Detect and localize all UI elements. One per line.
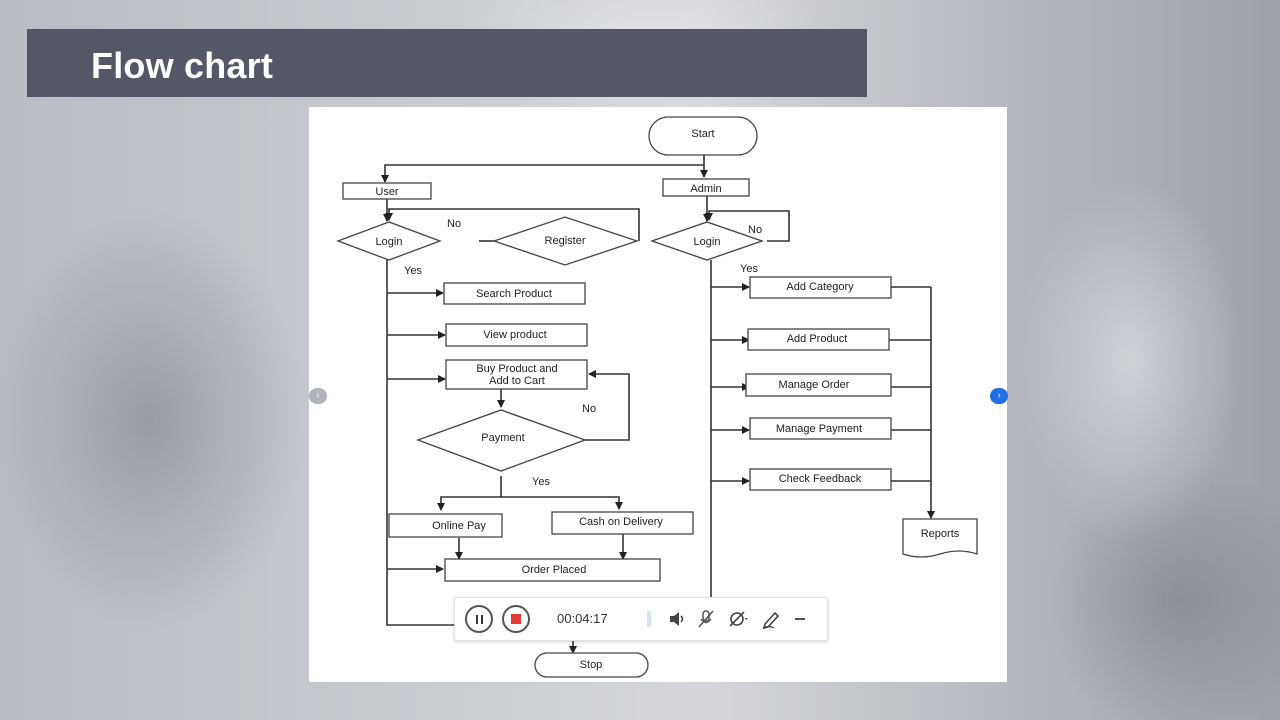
cash-on-delivery-label: Cash on Delivery bbox=[579, 516, 663, 528]
view-product-label: View product bbox=[483, 329, 546, 341]
pen-icon[interactable] bbox=[760, 608, 782, 630]
mic-muted-icon[interactable] bbox=[695, 608, 717, 630]
search-product-label: Search Product bbox=[476, 288, 552, 300]
user-box bbox=[342, 182, 432, 200]
order-placed-label: Order Placed bbox=[522, 564, 587, 576]
flowchart-panel: Start User Admin Login Register Login Se… bbox=[309, 107, 1007, 682]
admin-yes-label: Yes bbox=[740, 263, 758, 275]
minimize-icon[interactable] bbox=[789, 608, 811, 630]
stop-label: Stop bbox=[580, 659, 603, 671]
order-placed-box bbox=[444, 558, 661, 582]
pause-icon[interactable] bbox=[465, 605, 493, 633]
recording-timer: 00:04:17 bbox=[557, 611, 608, 626]
speaker-icon[interactable] bbox=[666, 608, 688, 630]
admin-no-label: No bbox=[748, 224, 762, 236]
online-pay-label: Online Pay bbox=[432, 520, 486, 532]
stop-icon[interactable] bbox=[502, 605, 530, 633]
buy-product-label-1: Buy Product and bbox=[476, 363, 557, 375]
add-product-box bbox=[747, 328, 890, 351]
view-product-box bbox=[445, 323, 588, 347]
buy-product-box bbox=[445, 359, 588, 390]
user-yes-label: Yes bbox=[404, 265, 422, 277]
user-login-label: Login bbox=[376, 236, 403, 248]
flowchart-diagram: Start User Admin Login Register Login Se… bbox=[336, 116, 978, 678]
drag-handle-icon[interactable] bbox=[647, 611, 651, 627]
slide-title: Flow chart bbox=[91, 45, 274, 86]
register-label: Register bbox=[545, 235, 586, 247]
check-feedback-label: Check Feedback bbox=[779, 473, 862, 485]
reports-document bbox=[902, 518, 978, 558]
add-product-label: Add Product bbox=[787, 333, 848, 345]
next-slide-button[interactable]: › bbox=[990, 388, 1008, 404]
start-label: Start bbox=[691, 128, 714, 140]
stop-terminal bbox=[534, 652, 649, 678]
user-login-diamond bbox=[336, 221, 442, 261]
payment-label: Payment bbox=[481, 432, 524, 444]
admin-login-label: Login bbox=[694, 236, 721, 248]
buy-product-label-2: Add to Cart bbox=[489, 375, 545, 387]
connectors bbox=[381, 155, 935, 654]
admin-login-diamond bbox=[650, 221, 764, 261]
payment-diamond bbox=[416, 409, 587, 472]
add-category-box bbox=[749, 276, 892, 299]
prev-slide-button[interactable]: ‹ bbox=[309, 388, 327, 404]
reports-label: Reports bbox=[921, 528, 960, 540]
manage-payment-label: Manage Payment bbox=[776, 423, 862, 435]
register-diamond bbox=[491, 216, 640, 266]
search-product-box bbox=[443, 282, 586, 305]
payment-yes-label: Yes bbox=[532, 476, 550, 488]
manage-order-label: Manage Order bbox=[779, 379, 850, 391]
online-pay-box bbox=[388, 513, 503, 538]
start-terminal bbox=[648, 116, 758, 156]
user-label: User bbox=[375, 186, 399, 198]
screen-recorder-toolbar: 00:04:17 bbox=[454, 597, 828, 641]
admin-label: Admin bbox=[690, 183, 721, 195]
camera-off-icon[interactable] bbox=[727, 608, 749, 630]
admin-box bbox=[662, 178, 750, 197]
title-bar: Flow chart bbox=[27, 29, 867, 97]
user-no-label: No bbox=[447, 218, 461, 230]
add-category-label: Add Category bbox=[786, 281, 854, 293]
cash-on-delivery-box bbox=[551, 511, 694, 535]
payment-no-label: No bbox=[582, 403, 596, 415]
manage-order-box bbox=[745, 373, 892, 397]
check-feedback-box bbox=[749, 468, 892, 491]
manage-payment-box bbox=[749, 417, 892, 440]
